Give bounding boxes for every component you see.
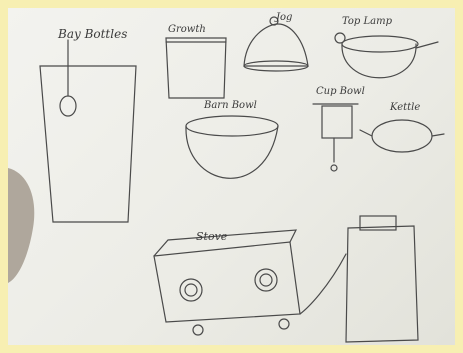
big-bowl [186,126,278,178]
label-teapot: Top Lamp [342,16,393,27]
bottle-ornament [60,96,76,116]
cylinder-body [346,226,418,342]
burner-left [180,279,202,301]
finger-shadow [8,168,34,283]
jar-outline [166,38,226,98]
gas-pipe [300,254,346,314]
label-bowl-top: Jog [274,12,292,23]
stove-body [154,242,300,322]
label-stove: Stove [196,230,228,243]
label-kettle: Kettle [389,102,420,113]
kettle-body [372,120,432,152]
sketch-photo: Bay Bottles Growth Jog Top Lamp Barn Bow… [8,8,455,345]
funnel-body [322,106,352,138]
bell-outline [244,24,308,66]
bottle-outline [40,66,136,222]
label-bowl-big: Barn Bowl [203,100,257,111]
label-jar: Growth [168,24,206,35]
burner-right [255,269,277,291]
label-bottle: Bay Bottles [57,27,127,41]
sketch-drawing: Bay Bottles Growth Jog Top Lamp Barn Bow… [8,8,455,345]
pencil-strokes [40,17,444,342]
label-funnel: Cup Bowl [316,86,365,97]
